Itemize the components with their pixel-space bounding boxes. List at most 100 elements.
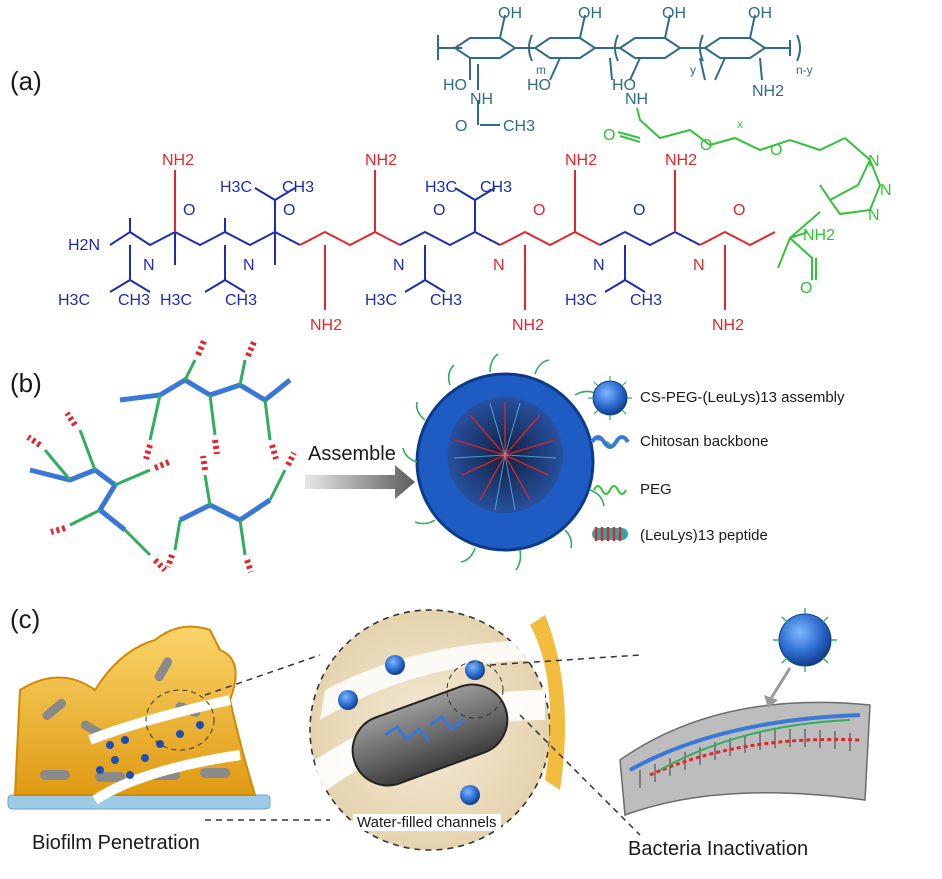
substrate-plate — [7, 794, 271, 810]
chitosan-sub-y: y — [690, 63, 696, 77]
legend-chitosan-wave-icon — [590, 435, 630, 449]
peg-amide-o: O — [800, 280, 812, 297]
triazole-n-1: N — [868, 153, 880, 170]
zoom-lines-left — [204, 654, 330, 821]
lys-nh2-2: NH2 — [365, 152, 397, 169]
leu-ch3-4: CH3 — [430, 292, 462, 309]
chitosan-structure — [437, 14, 801, 126]
carbonyl-o-2: O — [283, 202, 295, 219]
biofilm-body — [13, 625, 257, 796]
chitosan-sub-m: m — [536, 63, 546, 77]
assembly-nanoparticle — [402, 353, 613, 571]
zoom-nanoparticles — [338, 655, 485, 805]
water-channel-2 — [92, 750, 241, 805]
leu-h3c-2: H3C — [160, 292, 192, 309]
legend-peptide-helix-icon — [592, 527, 628, 541]
chitosan-o: O — [455, 118, 467, 135]
carbonyl-o-4: O — [533, 202, 545, 219]
chitosan-nh-link: NH — [625, 91, 648, 108]
amide-n-3: N — [393, 257, 405, 274]
leu-h3c-5: H3C — [425, 179, 457, 196]
chitosan-ho-2: HO — [527, 77, 551, 94]
legend-nanoparticle-icon — [588, 376, 632, 420]
assemble-arrow — [305, 465, 415, 499]
legend-item-chitosan: Chitosan backbone — [640, 433, 769, 450]
peg-o-carbonyl: O — [603, 127, 615, 144]
panel-label-c: (c) — [10, 604, 41, 634]
triazole-n-3: N — [868, 207, 880, 224]
chitosan-nh: NH — [470, 91, 493, 108]
lys-nh2-4: NH2 — [665, 152, 697, 169]
legend-item-assembly: CS-PEG-(LeuLys)13 assembly — [640, 389, 845, 406]
polymer-cartoon-1 — [26, 411, 171, 573]
amide-n-1: N — [143, 257, 155, 274]
amide-n-5: N — [593, 257, 605, 274]
leu-h3c-6: H3C — [565, 292, 597, 309]
panel-label-a: (a) — [10, 66, 42, 96]
amide-n-2: N — [243, 257, 255, 274]
peg-sub-x: x — [737, 117, 743, 131]
amide-n-4: N — [493, 257, 505, 274]
caption-bacteria-inactivation: Bacteria Inactivation — [628, 838, 809, 860]
carbonyl-o-1: O — [183, 202, 195, 219]
zoom-lines-right — [489, 654, 641, 836]
chitosan-nh2: NH2 — [752, 83, 784, 100]
peg-text: O O O x N N N NH2 O — [603, 117, 892, 297]
peptide-backbone — [109, 170, 776, 310]
panel-label-b: (b) — [10, 368, 42, 398]
zoom-detail-circle — [446, 661, 504, 719]
amide-n-6: N — [693, 257, 705, 274]
panel-c-biofilm — [7, 608, 871, 851]
panel-a-structure: OH OH OH OH HO HO HO NH O CH3 NH2 m y n-… — [58, 5, 892, 334]
polymer-cartoon-3 — [165, 451, 297, 573]
caption-biofilm-penetration: Biofilm Penetration — [32, 832, 200, 854]
peg-o-1: O — [700, 137, 712, 154]
membrane-bilayer — [619, 701, 871, 817]
legend — [588, 376, 632, 541]
chitosan-ch3: CH3 — [503, 118, 535, 135]
zoom-view — [309, 609, 565, 851]
chitosan-text: OH OH OH OH HO HO HO NH O CH3 NH2 m y n-… — [443, 5, 813, 135]
leu-ch3-2: CH3 — [225, 292, 257, 309]
carbonyl-o-6: O — [733, 202, 745, 219]
chitosan-oh-4: OH — [748, 5, 772, 22]
assemble-label: Assemble — [308, 443, 396, 465]
chitosan-oh-2: OH — [578, 5, 602, 22]
peg-o-2: O — [770, 142, 782, 159]
leu-ch3-1: CH3 — [118, 292, 150, 309]
caption-water-channels: Water-filled channels — [353, 814, 501, 831]
leu-ch3-5: CH3 — [480, 179, 512, 196]
carbonyl-o-3: O — [433, 202, 445, 219]
lys-nh2-7: NH2 — [712, 317, 744, 334]
zoom-bacterium — [351, 683, 509, 787]
leu-ch3-3: CH3 — [282, 179, 314, 196]
legend-item-peg: PEG — [640, 481, 672, 498]
lys-nh2-6: NH2 — [512, 317, 544, 334]
incoming-nanoparticle — [764, 608, 837, 708]
leu-h3c-3: H3C — [220, 179, 252, 196]
lys-nh2-5: NH2 — [310, 317, 342, 334]
water-channel-1 — [88, 695, 232, 745]
peptide-text: H2N H3C CH3 H3C CH3 H3C CH3 H3C CH3 H3C … — [58, 152, 745, 334]
peg-linker — [617, 107, 882, 280]
leu-h3c-4: H3C — [365, 292, 397, 309]
triazole-n-2: N — [880, 182, 892, 199]
zoom-source-circle — [145, 689, 215, 751]
lys-nh2-3: NH2 — [565, 152, 597, 169]
channel-nanoparticles — [96, 721, 204, 779]
chitosan-ho-3: HO — [612, 77, 636, 94]
peptide-h2n: H2N — [68, 237, 100, 254]
legend-item-peptide: (LeuLys)13 peptide — [640, 527, 768, 544]
peg-amide-nh2: NH2 — [803, 227, 835, 244]
leu-ch3-6: CH3 — [630, 292, 662, 309]
chitosan-oh-1: OH — [498, 5, 522, 22]
panel-b-assembly: Assemble — [26, 339, 632, 573]
leu-h3c-1: H3C — [58, 292, 90, 309]
carbonyl-o-5: O — [633, 202, 645, 219]
legend-peg-coil-icon — [593, 485, 627, 495]
chitosan-sub-ny: n-y — [796, 63, 813, 77]
polymer-cartoon-2 — [119, 339, 292, 460]
chitosan-ho-1: HO — [443, 77, 467, 94]
chitosan-oh-3: OH — [662, 5, 686, 22]
